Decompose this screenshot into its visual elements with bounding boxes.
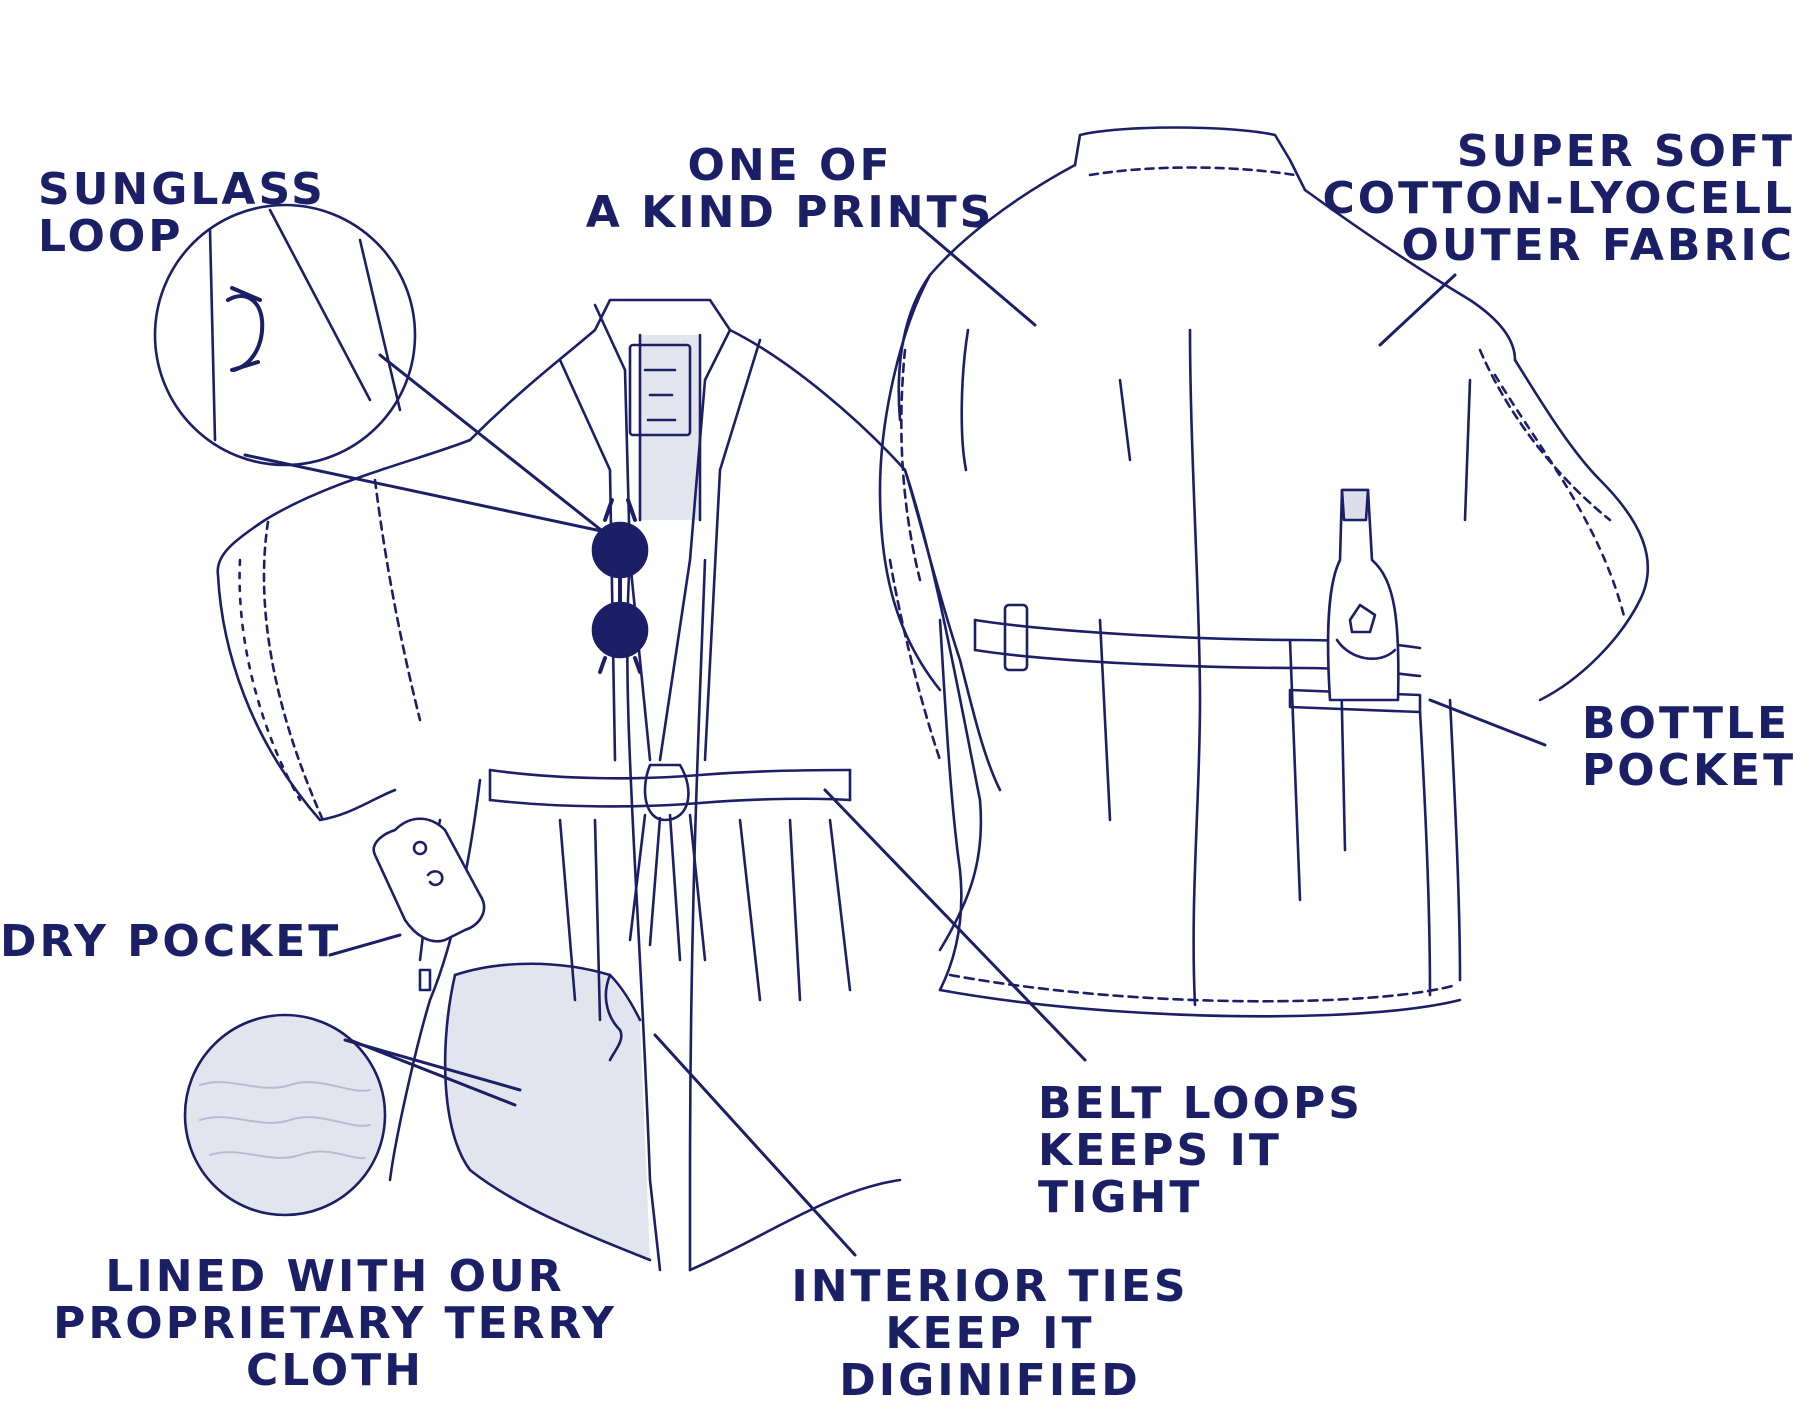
sunglasses-icon [591, 498, 649, 674]
label-one-of-a-kind-prints: ONE OF A KIND PRINTS [585, 140, 995, 238]
sunglass-loop-detail [153, 203, 417, 467]
leader-lines [243, 208, 1547, 1257]
terry-lining-interior [445, 963, 650, 1260]
phone-icon [372, 817, 486, 943]
terry-cloth-detail [183, 1013, 387, 1217]
label-interior-ties: INTERIOR TIES KEEP IT DIGINIFIED [791, 1261, 1189, 1406]
label-belt-loops: BELT LOOPS KEEPS IT TIGHT [1038, 1078, 1363, 1223]
label-bottle-pocket: BOTTLE POCKET [1582, 698, 1797, 796]
terry-lining-neck [640, 335, 700, 520]
label-sunglass-loop: SUNGLASS LOOP [38, 164, 326, 262]
robe-tag-icon [628, 343, 692, 437]
back-robe [878, 126, 1650, 1018]
front-robe [216, 298, 1002, 1272]
label-super-soft-fabric: SUPER SOFT COTTON-LYOCELL OUTER FABRIC [1322, 126, 1795, 271]
champagne-bottle-icon [1326, 488, 1400, 702]
label-lined-terry-cloth: LINED WITH OUR PROPRIETARY TERRY CLOTH [53, 1251, 617, 1396]
belt-loop-back [1003, 603, 1029, 672]
label-dry-pocket: DRY POCKET [0, 916, 342, 967]
